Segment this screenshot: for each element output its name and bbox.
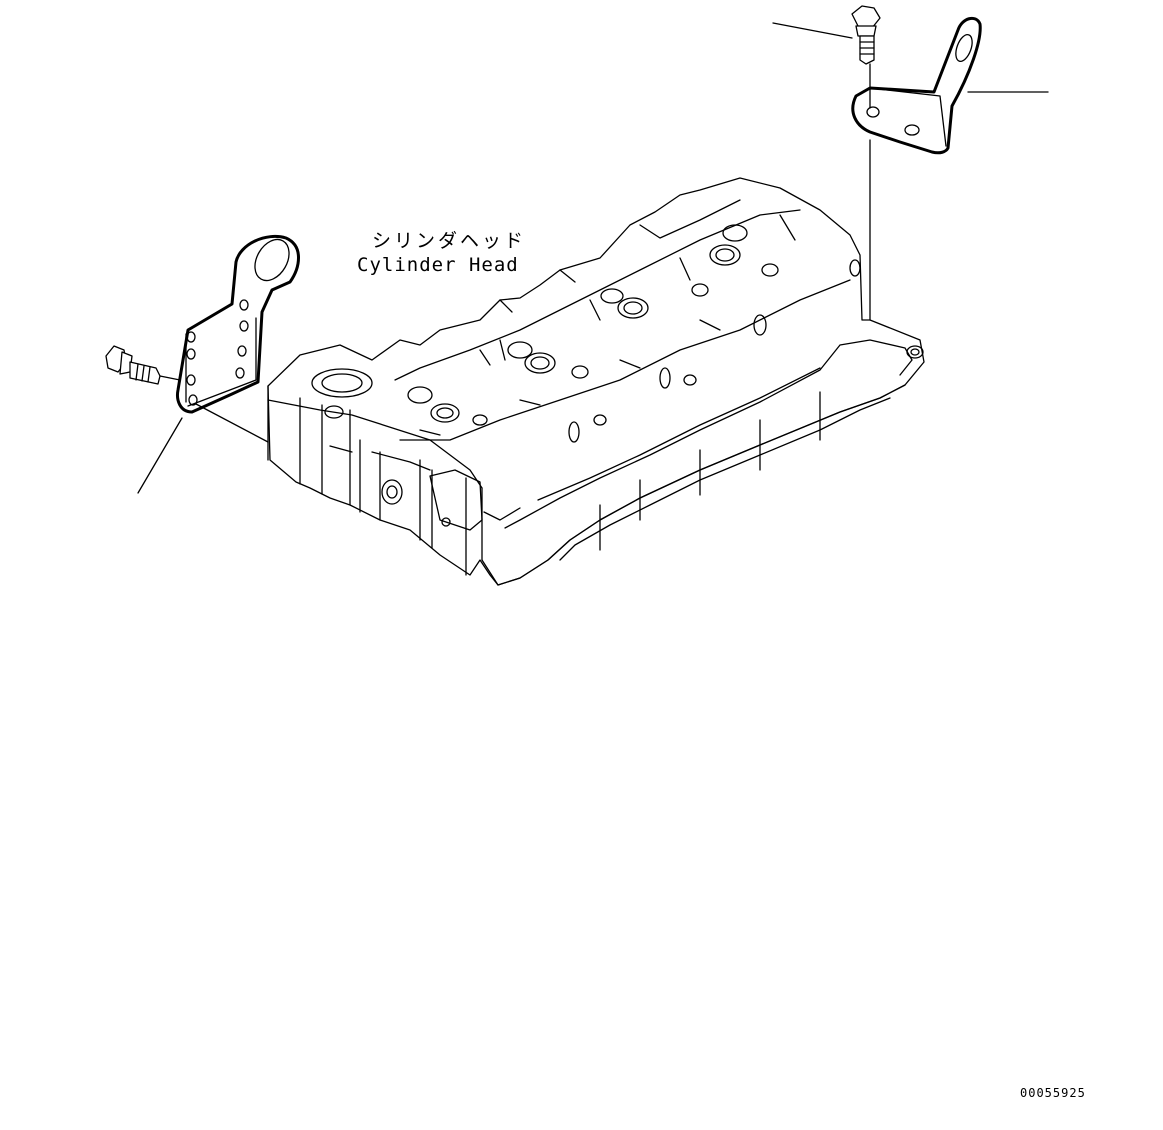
part-name-japanese: シリンダヘッド: [372, 230, 527, 252]
front-bolt[interactable]: [105, 345, 161, 385]
drawing-number: 00055925: [1020, 1086, 1086, 1100]
cylinder-head-gasket-flange: [481, 384, 906, 586]
rear-bracket[interactable]: [851, 16, 982, 155]
cylinder-head-top-deck: [267, 177, 925, 586]
front-bracket-lifting-eye: [254, 238, 290, 282]
cylinder-head-front-face: [267, 385, 483, 576]
cylinder-head[interactable]: [267, 177, 925, 586]
rear-bracket-outline: [851, 16, 982, 155]
part-name-english: Cylinder Head: [357, 254, 519, 276]
rear-bracket-lifting-eye: [955, 33, 973, 63]
leader-lines: [137, 22, 1049, 494]
front-bracket-outline: [176, 235, 300, 414]
valve-bores: [407, 224, 924, 443]
front-bracket[interactable]: [176, 233, 300, 414]
rear-bolt[interactable]: [851, 5, 881, 65]
